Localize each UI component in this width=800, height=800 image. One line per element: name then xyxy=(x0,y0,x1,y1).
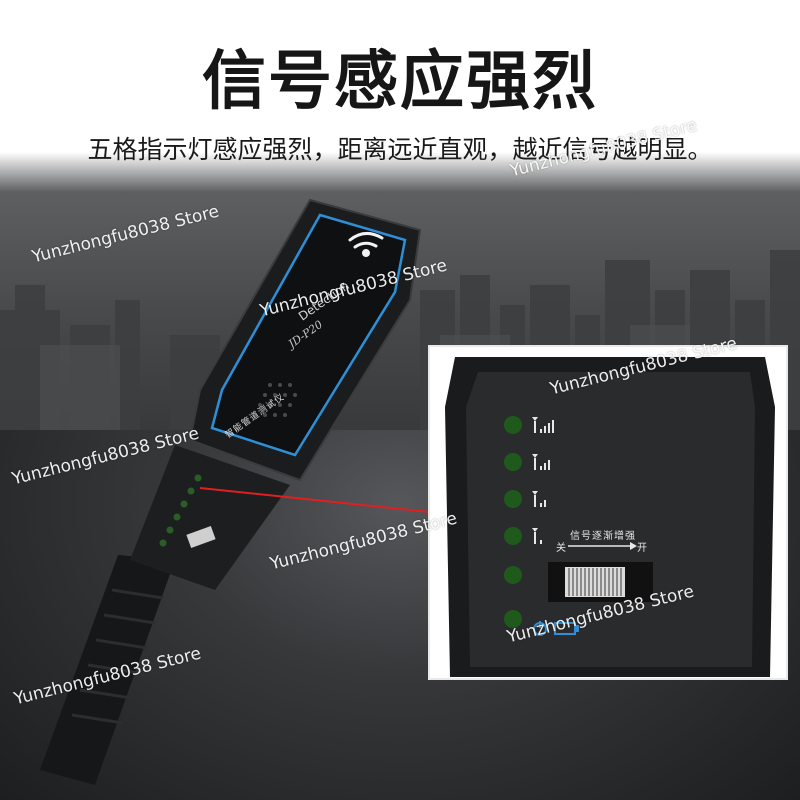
indicator-leds xyxy=(504,416,522,628)
battery-icon xyxy=(554,622,579,635)
signal-strength-label: 信号逐渐增强 xyxy=(570,531,636,542)
device-blue-trim xyxy=(210,213,407,457)
laser-pointer-line xyxy=(199,487,431,513)
zoom-inset xyxy=(428,345,788,680)
device-switch xyxy=(186,525,216,549)
wifi-icon xyxy=(348,232,384,257)
device-handle xyxy=(40,555,175,785)
device-lower-body xyxy=(130,445,290,590)
signal-bars-icon xyxy=(532,417,554,544)
switch-off-label: 关 xyxy=(556,543,566,554)
arrow-right-icon xyxy=(568,542,637,550)
headline: 信号感应强烈 xyxy=(202,45,598,119)
slide-switch xyxy=(548,562,653,602)
zoom-panel-graphic xyxy=(430,347,786,678)
speaker-grille-icon xyxy=(258,383,297,417)
subheadline: 五格指示灯感应强烈，距离远近直观，越近信号越明显。 xyxy=(87,135,713,164)
switch-on-label: 开 xyxy=(637,543,647,554)
power-icon xyxy=(533,621,547,636)
handle-grip xyxy=(71,588,164,725)
device-leds xyxy=(159,474,202,547)
